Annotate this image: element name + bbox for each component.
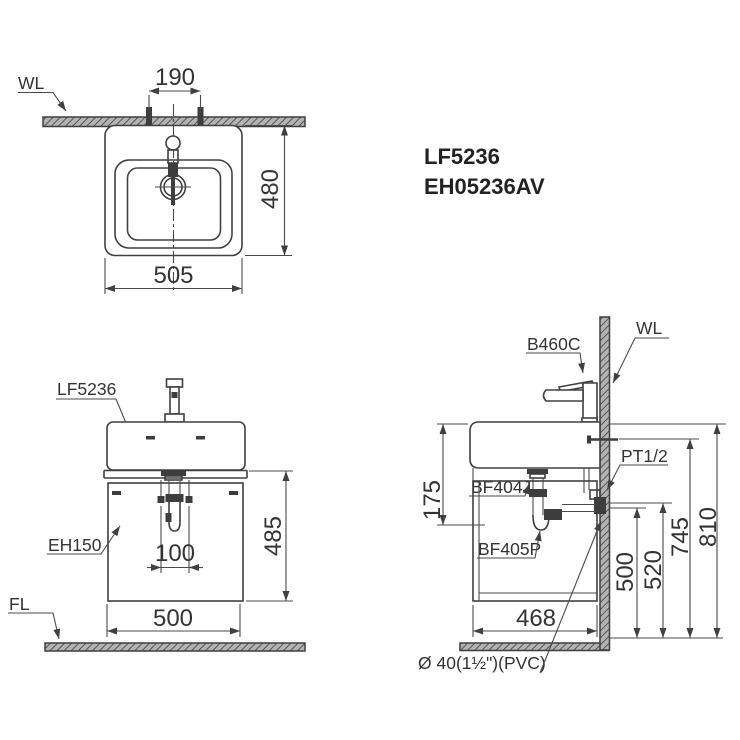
trap-assembly: [527, 469, 596, 531]
drawing-title: LF5236 EH05236AV: [424, 144, 545, 199]
cabinet-side-outline: [472, 468, 598, 602]
wall-bolt: [587, 435, 618, 444]
floor-line-label: FL: [9, 594, 30, 614]
mounting-bolt-right: [197, 107, 204, 131]
floor-section-side: [459, 642, 610, 652]
side-view: WL B460C: [418, 316, 726, 674]
sink-mark-right: [196, 436, 205, 440]
basin-model-label: LF5236: [57, 379, 116, 399]
trap-code: BF405P: [478, 539, 541, 559]
wall-line-label: WL: [18, 73, 45, 93]
drain-top: [155, 173, 191, 201]
sink-mark-left: [146, 436, 155, 440]
leader-line: [612, 337, 669, 384]
dim-basin-height-value: 175: [419, 480, 446, 520]
leader-line: [477, 530, 542, 559]
side-wall-label: WL: [612, 318, 669, 384]
dim-190: 190: [148, 64, 202, 113]
dim-width-value: 505: [153, 262, 193, 289]
drain-fitting-label: BF404J: [469, 477, 531, 497]
leader-line: [606, 464, 668, 491]
leader-line: [539, 520, 602, 674]
basin-rim: [114, 159, 233, 249]
dim-depth-value: 480: [257, 169, 284, 209]
dim-cabinet-height-value: 485: [260, 516, 287, 556]
leader-line: [18, 91, 67, 112]
trap-label: BF405P: [477, 530, 542, 559]
dim-468: 468: [472, 605, 598, 637]
supply-fitting-code: PT1/2: [621, 446, 668, 466]
front-view: LF5236: [8, 378, 306, 652]
leader-line: [526, 352, 585, 374]
dim-bracket-height-value: 745: [667, 517, 694, 557]
dim-175: 175: [419, 423, 485, 526]
dim-100: 100: [147, 506, 203, 573]
dim-485: 485: [246, 470, 293, 602]
front-drain-assembly: [157, 470, 193, 532]
drain-pipe-size: Ø 40(1½")(PVC): [418, 653, 546, 673]
faucet-label: B460C: [526, 334, 585, 374]
model-code-cabinet: EH05236AV: [424, 174, 545, 199]
sink-side-outline: [469, 421, 601, 469]
leader-line: [47, 525, 121, 555]
drain-fitting-code: BF404J: [471, 477, 531, 497]
sink-front-outline: [106, 421, 246, 471]
cabinet-model-label: EH150: [48, 535, 102, 555]
side-faucet: [542, 380, 598, 423]
drain-pipe-label: Ø 40(1½")(PVC): [418, 520, 602, 674]
dim-500-front: 500: [106, 604, 241, 637]
top-view: WL 190: [18, 64, 306, 294]
dim-480: 480: [245, 124, 292, 257]
supply-fitting-label: PT1/2: [606, 446, 668, 491]
mounting-bolt-left: [146, 107, 152, 131]
dim-drain-outlet-height-value: 500: [612, 552, 639, 592]
top-wall-label: WL: [18, 73, 67, 112]
model-code-sink: LF5236: [424, 144, 500, 169]
faucet-hole: [165, 135, 181, 151]
basin-bottom: [126, 167, 222, 241]
wall-section-side: [599, 316, 611, 651]
front-faucet: [164, 378, 185, 423]
right-dimension-stack: 500 520 745 810: [610, 423, 726, 639]
dim-505: 505: [104, 258, 243, 294]
leader-line: [469, 483, 530, 497]
wall-line-label: WL: [636, 318, 663, 338]
dim-supply-height-value: 520: [640, 550, 667, 590]
dim-cabinet-depth-value: 468: [516, 605, 556, 632]
floor-label: FL: [8, 594, 61, 640]
faucet-model-label: B460C: [527, 334, 581, 354]
cabinet-front-outline: [107, 482, 244, 602]
floor-section-front: [44, 642, 306, 652]
dim-drain-offset-value: 100: [155, 540, 195, 567]
faucet-top: [167, 149, 179, 205]
front-cabinet-label: EH150: [47, 525, 121, 555]
dim-rim-height-value: 810: [695, 507, 722, 547]
dim-cabinet-width-value: 500: [153, 605, 193, 632]
cabinet-clip-right: [229, 491, 238, 495]
leader-line: [8, 612, 61, 640]
dim-faucet-centers-value: 190: [155, 64, 195, 91]
cabinet-clip-left: [112, 491, 121, 495]
